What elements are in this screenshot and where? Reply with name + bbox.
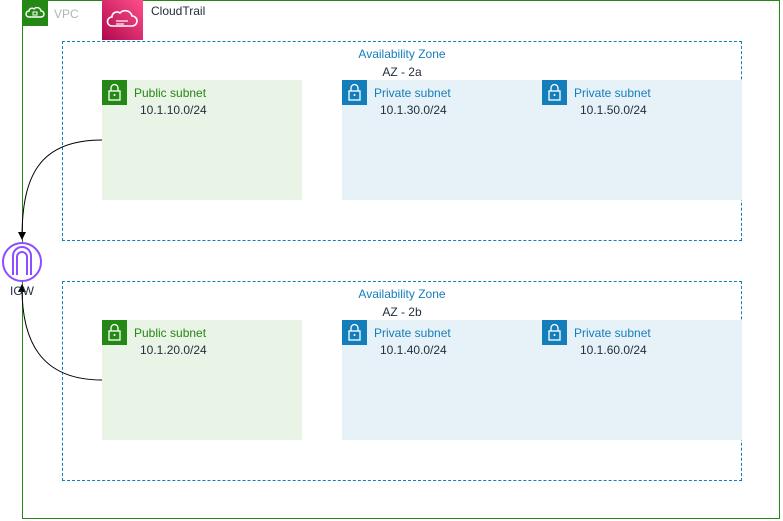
subnet-cidr: 10.1.20.0/24 (140, 343, 207, 357)
internet-gateway-icon (2, 242, 42, 282)
az-2b-title: Availability Zone (358, 287, 446, 301)
subnet-cidr: 10.1.30.0/24 (380, 103, 447, 117)
lock-icon (342, 320, 367, 345)
igw-label: IGW (10, 284, 34, 298)
subnet-label: Private subnet (574, 86, 651, 100)
lock-icon (542, 320, 567, 345)
connector-public-a-to-igw (21, 139, 103, 239)
lock-icon (542, 80, 567, 105)
subnet-cidr: 10.1.40.0/24 (380, 343, 447, 357)
subnet-label: Public subnet (134, 86, 207, 100)
subnet-label: Private subnet (374, 86, 451, 100)
public-subnet-a: Public subnet 10.1.10.0/24 (102, 80, 302, 200)
subnet-label: Public subnet (134, 326, 207, 340)
az-2a-title: Availability Zone (358, 47, 446, 61)
subnet-cidr: 10.1.60.0/24 (580, 343, 647, 357)
connector-public-b-to-igw (21, 287, 103, 381)
cloudtrail-icon (102, 0, 143, 40)
lock-icon (102, 320, 127, 345)
private-subnet-a2: Private subnet 10.1.50.0/24 (542, 80, 742, 200)
vpc-label: VPC (54, 7, 79, 21)
arrowhead-up (18, 284, 26, 292)
lock-icon (102, 80, 127, 105)
public-subnet-b: Public subnet 10.1.20.0/24 (102, 320, 302, 440)
subnet-cidr: 10.1.10.0/24 (140, 103, 207, 117)
private-subnet-b2: Private subnet 10.1.60.0/24 (542, 320, 742, 440)
subnet-cidr: 10.1.50.0/24 (580, 103, 647, 117)
az-2a-name: AZ - 2a (382, 65, 422, 79)
lock-icon (342, 80, 367, 105)
arrowhead-down (18, 232, 26, 240)
subnet-label: Private subnet (374, 326, 451, 340)
private-subnet-b1: Private subnet 10.1.40.0/24 (342, 320, 542, 440)
az-2b-name: AZ - 2b (382, 305, 422, 319)
vpc-icon (22, 0, 48, 26)
private-subnet-a1: Private subnet 10.1.30.0/24 (342, 80, 542, 200)
cloudtrail-label: CloudTrail (151, 4, 206, 18)
subnet-label: Private subnet (574, 326, 651, 340)
